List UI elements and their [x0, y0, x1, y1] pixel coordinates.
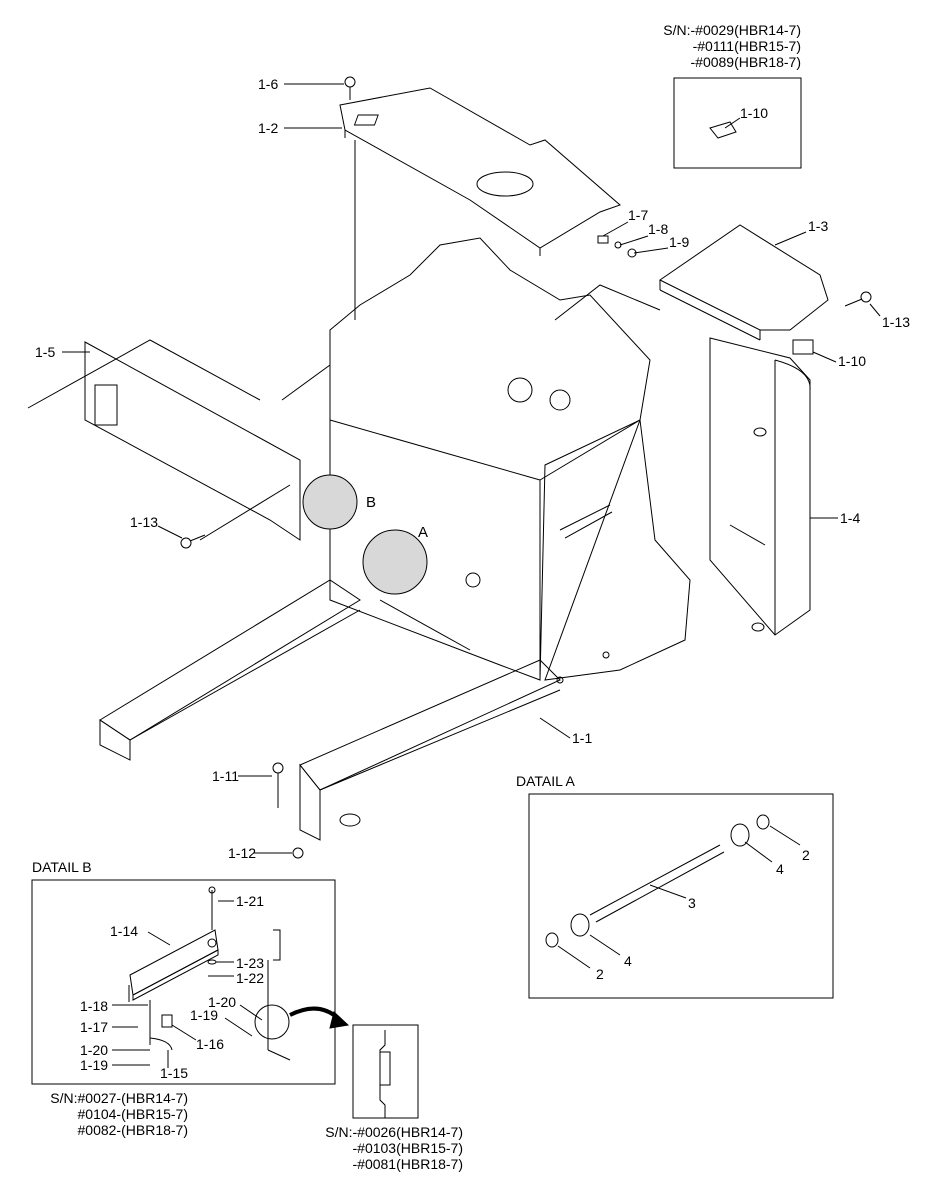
inset-clip-part [709, 121, 737, 139]
rear-plate-part [554, 224, 829, 341]
detail-a-part-2b: 2 [596, 966, 604, 982]
callout-1-13-left: 1-13 [130, 514, 159, 530]
callout-1-13-right: 1-13 [882, 314, 911, 330]
detail-a-part-4b: 4 [624, 953, 632, 969]
detail-b-box [31, 879, 336, 1085]
callout-1-20-a: 1-20 [208, 994, 237, 1010]
callout-1-6: 1-6 [258, 76, 279, 92]
serial-note-bottom-inset: S/N:-#0026(HBR14-7)-#0103(HBR15-7)-#0081… [325, 1124, 463, 1172]
serial-note-detail-b: S/N:#0027-(HBR14-7)#0104-(HBR15-7)#0082-… [50, 1090, 188, 1138]
callout-1-19-a: 1-19 [190, 1007, 219, 1023]
callout-1-16: 1-16 [196, 1036, 225, 1052]
callout-1-11: 1-11 [212, 768, 239, 784]
callout-1-23: 1-23 [236, 955, 265, 971]
callout-1-12: 1-12 [228, 845, 257, 861]
detail-b-title: DATAIL B [32, 859, 92, 875]
side-cover-part [709, 337, 814, 636]
detail-a-box [528, 793, 834, 999]
inset-box-top [673, 77, 802, 169]
fasteners [180, 76, 872, 859]
callout-1-19-b: 1-19 [80, 1057, 109, 1073]
callout-1-18: 1-18 [80, 998, 109, 1014]
top-cover-part [339, 87, 621, 320]
detail-a-marker: A [418, 524, 429, 541]
callout-1-4: 1-4 [840, 510, 861, 526]
callout-1-3: 1-3 [808, 218, 829, 234]
detail-b-parts [112, 886, 391, 1118]
callout-1-7: 1-7 [628, 207, 649, 223]
callout-1-10: 1-10 [838, 353, 867, 369]
detail-b-circle [302, 474, 358, 530]
callout-1-1: 1-1 [572, 730, 593, 746]
callout-1-8: 1-8 [648, 221, 669, 237]
callout-1-15: 1-15 [160, 1065, 189, 1081]
callout-1-22: 1-22 [236, 970, 265, 986]
callout-1-2: 1-2 [258, 120, 279, 136]
detail-a-shaft [545, 814, 801, 969]
callout-1-20-b: 1-20 [80, 1042, 109, 1058]
main-frame-part [99, 237, 691, 841]
callout-1-5: 1-5 [35, 344, 56, 360]
detail-b-marker: B [366, 494, 377, 511]
detail-a-title: DATAIL A [516, 773, 575, 789]
detail-a-part-3: 3 [688, 895, 696, 911]
callout-1-9: 1-9 [669, 234, 690, 250]
serial-note-top-right: S/N:-#0029(HBR14-7)-#0111(HBR15-7)-#0089… [663, 22, 801, 70]
detail-a-circle [362, 529, 428, 595]
callout-1-21: 1-21 [236, 893, 265, 909]
callout-1-14: 1-14 [110, 923, 139, 939]
callout-1-10-inset: 1-10 [740, 105, 769, 121]
detail-a-part-2: 2 [802, 847, 810, 863]
detail-a-part-4: 4 [776, 861, 784, 877]
callout-1-17: 1-17 [80, 1019, 109, 1035]
leader-lines [62, 83, 881, 854]
side-panel-part [27, 339, 331, 541]
